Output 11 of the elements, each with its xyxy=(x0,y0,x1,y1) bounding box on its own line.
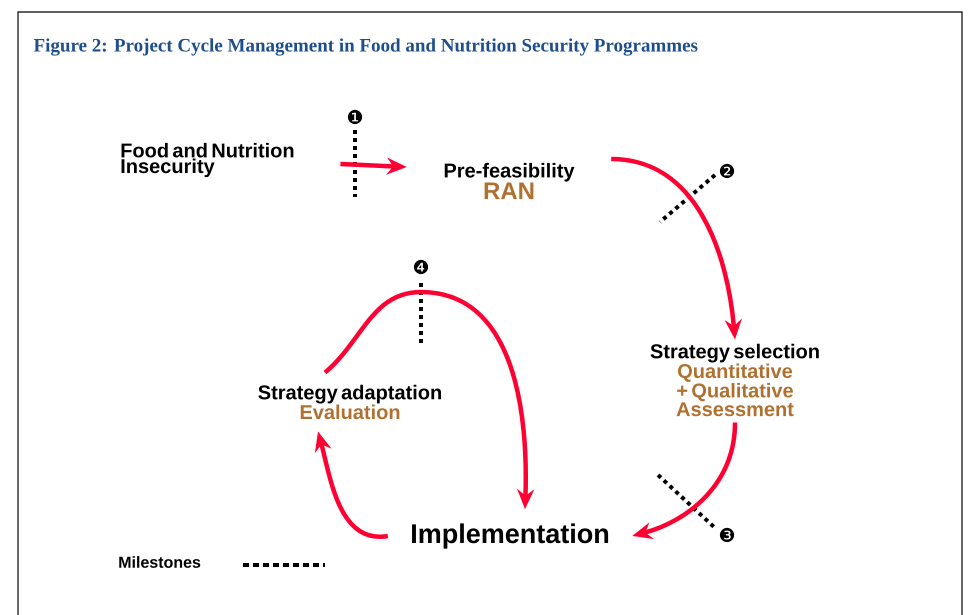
milestone-number: ❶ xyxy=(348,110,362,124)
stage-label: Food and Nutrition Insecurity xyxy=(122,142,294,178)
milestone-number: ❷ xyxy=(720,164,734,178)
stage-label: Strategy adaptation Evaluation xyxy=(258,384,441,420)
stage-label: Pre-feasibility RAN xyxy=(444,162,574,200)
legend-label: Milestones xyxy=(119,556,200,568)
milestone-number: ❸ xyxy=(720,528,734,542)
stage-label: Implementation xyxy=(412,523,608,549)
milestone-number: ❹ xyxy=(414,260,428,274)
figure-title: Figure 2: Project Cycle Management in Food and Nutrition Security Programmes xyxy=(34,38,698,56)
stage-label: Strategy selection Quantitative + Qualitative Assessment xyxy=(650,344,819,416)
